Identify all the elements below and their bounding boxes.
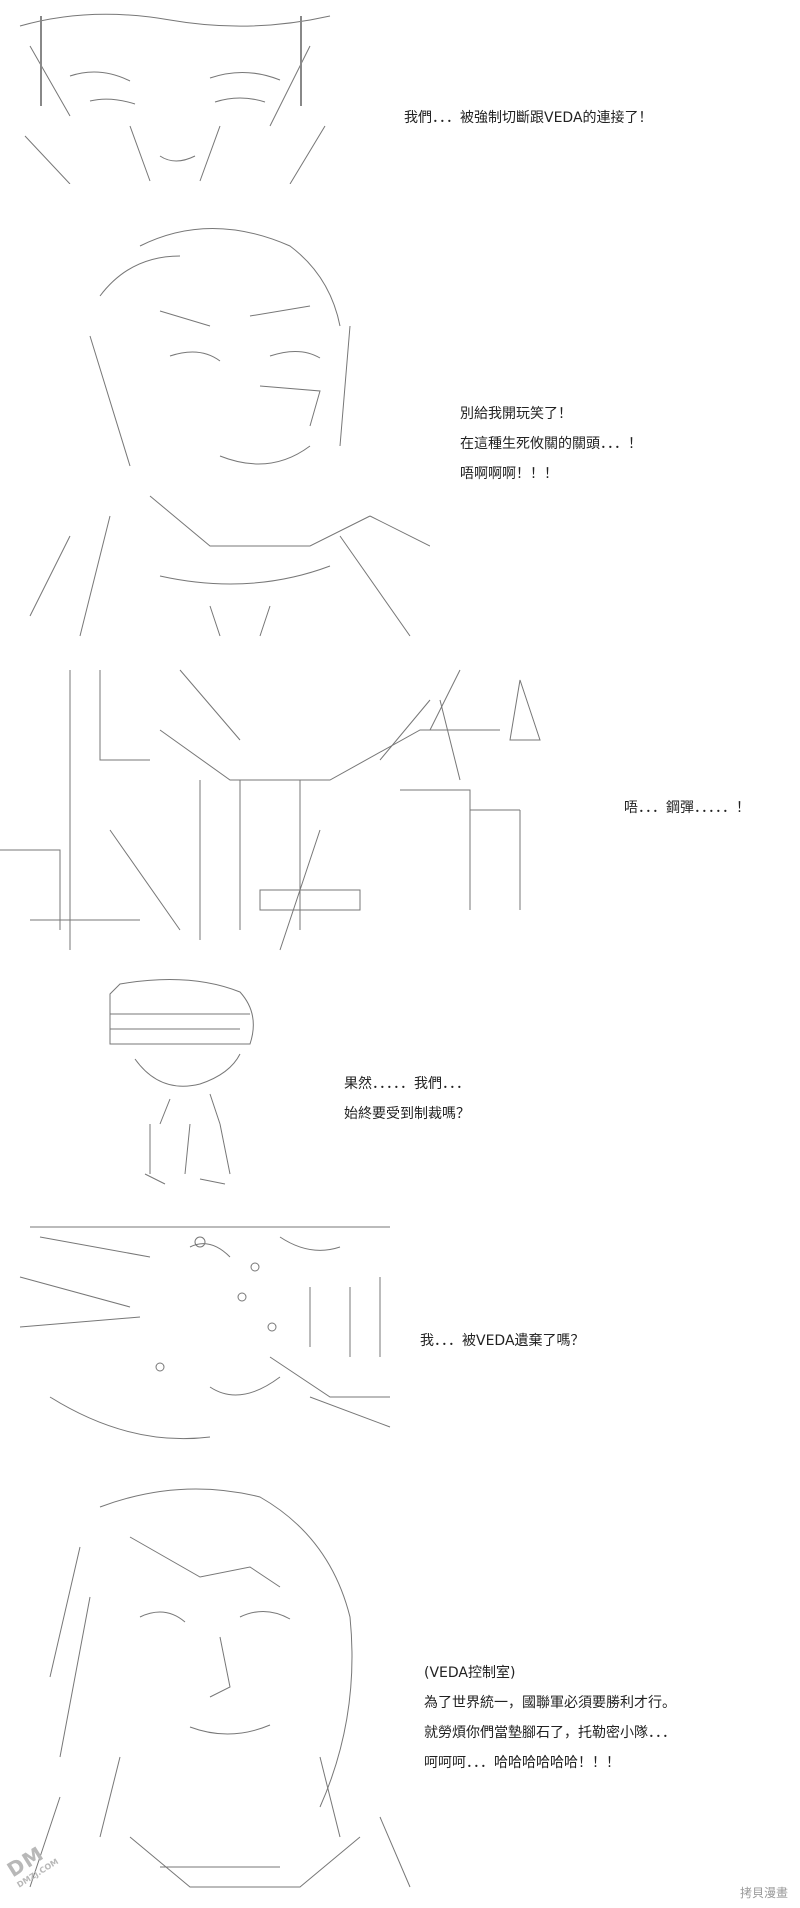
panel-4: 果然．．．．．我們．．． 始終要受到制裁嗎？ bbox=[0, 970, 800, 1195]
dialogue-line: 別給我開玩笑了！ bbox=[460, 406, 572, 422]
dialogue-box-6: (VEDA控制室) 為了世界統一，國聯軍必須要勝利才行。 就勞煩你們當墊腳石了，… bbox=[424, 1663, 676, 1783]
dialogue-box-3: 唔．．．鋼彈．．．．．！ bbox=[624, 798, 750, 818]
panel-6: (VEDA控制室) 為了世界統一，國聯軍必須要勝利才行。 就勞煩你們當墊腳石了，… bbox=[0, 1475, 800, 1908]
scene-caption: (VEDA控制室) bbox=[424, 1665, 516, 1681]
ascii-art-face-closeup bbox=[10, 1217, 400, 1451]
dialogue-box-5: 我．．．被VEDA遺棄了嗎？ bbox=[420, 1331, 585, 1351]
corner-watermark: 拷貝漫畫 bbox=[739, 1886, 788, 1900]
dialogue-box-4: 果然．．．．．我們．．． 始終要受到制裁嗎？ bbox=[344, 1074, 470, 1134]
dialogue-line: 果然．．．．．我們．．． bbox=[344, 1076, 470, 1092]
dialogue-line: 始終要受到制裁嗎？ bbox=[344, 1106, 470, 1122]
dialogue-line: 就勞煩你們當墊腳石了，托勒密小隊．．． bbox=[424, 1725, 676, 1741]
panel-1: 我們．．．被強制切斷跟VEDA的連接了！ bbox=[0, 0, 800, 190]
dialogue-line: 為了世界統一，國聯軍必須要勝利才行。 bbox=[424, 1695, 676, 1711]
dialogue-line: 呵呵呵．．．哈哈哈哈哈哈！！！ bbox=[424, 1755, 620, 1771]
ascii-art-eyes-closeup bbox=[10, 6, 340, 184]
dialogue-line: 唔．．．鋼彈．．．．．！ bbox=[624, 800, 750, 816]
ascii-art-veda-control-room-figure bbox=[20, 1477, 420, 1902]
dialogue-box-2: 別給我開玩笑了！ 在這種生死攸關的關頭．．．！ 唔啊啊啊！！！ bbox=[460, 404, 642, 494]
ascii-art-small-figure bbox=[90, 974, 290, 1192]
panel-2: 別給我開玩笑了！ 在這種生死攸關的關頭．．．！ 唔啊啊啊！！！ bbox=[0, 210, 800, 650]
dialogue-line: 我．．．被VEDA遺棄了嗎？ bbox=[420, 1333, 585, 1349]
dialogue-line: 在這種生死攸關的關頭．．．！ bbox=[460, 436, 642, 452]
ascii-art-character-shouting bbox=[10, 216, 430, 646]
ascii-art-gundam-cockpit bbox=[0, 660, 590, 956]
dialogue-line: 我們．．．被強制切斷跟VEDA的連接了！ bbox=[404, 110, 653, 126]
panel-3: 唔．．．鋼彈．．．．．！ bbox=[0, 660, 800, 960]
dialogue-box-1: 我們．．．被強制切斷跟VEDA的連接了！ bbox=[404, 108, 653, 128]
dialogue-line: 唔啊啊啊！！！ bbox=[460, 466, 558, 482]
panel-5: 我．．．被VEDA遺棄了嗎？ bbox=[0, 1215, 800, 1455]
